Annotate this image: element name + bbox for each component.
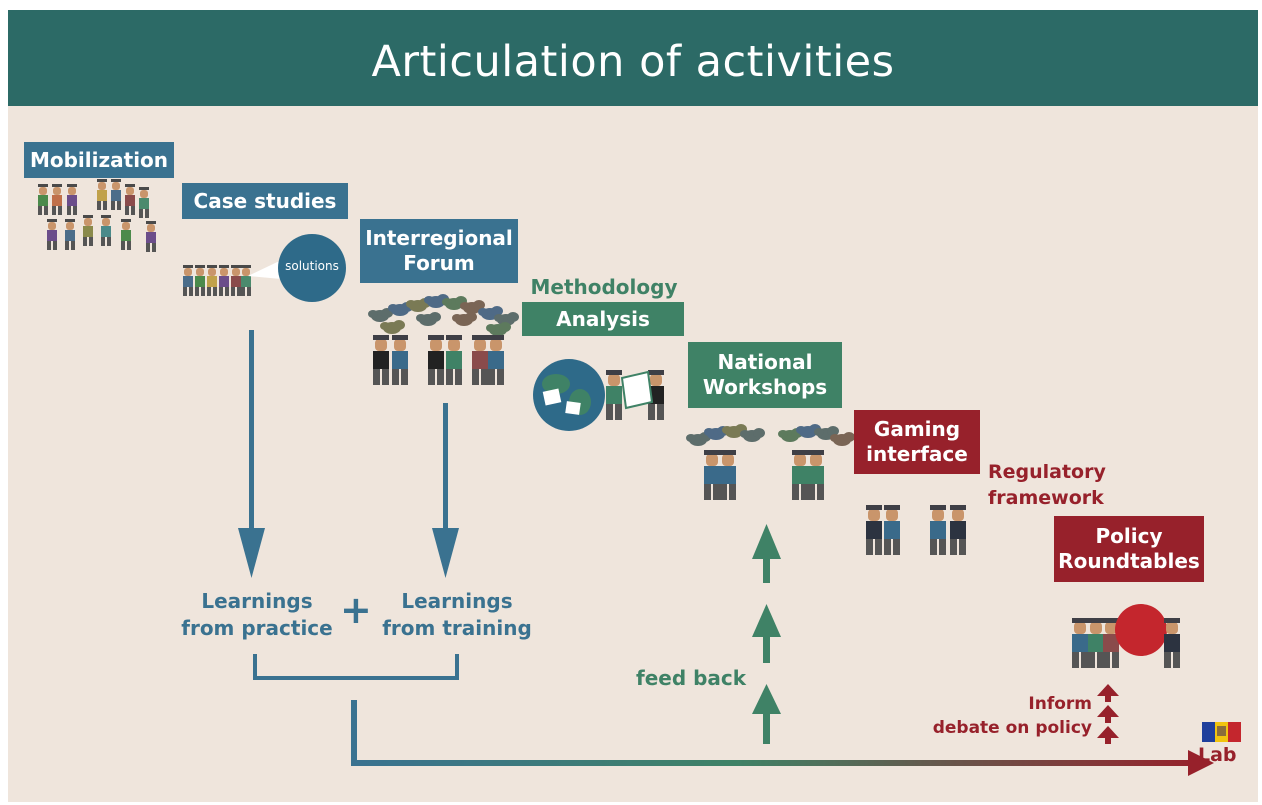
page-title: Articulation of activities [371,37,895,87]
inform-label: Inform [1028,694,1092,714]
learnings-bracket [253,654,459,680]
analysis-box: Analysis [522,302,684,336]
interregional-forum-box: Interregional Forum [360,219,518,283]
timeline-arrow [351,700,1190,766]
national-workshops-box: National Workshops [688,342,842,408]
gaming-interface-label-line2: interface [866,442,968,466]
solutions-label: solutions [285,259,339,273]
presenters-icon [606,370,664,420]
lab-label: Lab [1198,744,1237,766]
learnings-practice-label: Learnings from practice [172,588,342,642]
diagram-canvas: Articulation of activities [8,10,1258,802]
feed-back-label: feed back [636,666,747,690]
down-arrow-practice-icon [238,330,265,578]
gaming-people-icon [866,505,966,555]
forum-thought-clouds-icon [368,294,519,336]
analysis-label: Analysis [556,306,650,331]
debate-on-policy-label: debate on policy [932,718,1092,738]
workshop-people-icon [704,450,824,500]
learnings-training-line2: from training [382,616,532,640]
case-studies-label: Case studies [193,188,337,213]
diagram-graphics [38,179,1241,776]
policy-roundtables-box: Policy Roundtables [1054,516,1204,582]
gaming-interface-box: Gaming interface [854,410,980,474]
solutions-bubble-icon [278,234,346,302]
learnings-practice-line2: from practice [181,616,333,640]
forum-people-icon [373,335,504,385]
national-workshops-label-line2: Workshops [702,375,828,399]
workshop-thought-clouds-icon [686,424,855,446]
learnings-practice-line1: Learnings [201,589,313,613]
regulatory-label-line1: Regulatory [988,461,1106,483]
mobilization-label: Mobilization [29,147,169,172]
policy-roundtables-label-line2: Roundtables [1058,549,1200,573]
mobilization-crowd-icon [38,179,156,252]
methodology-label: Methodology [530,275,678,299]
regulatory-label-line2: framework [988,487,1104,509]
down-arrow-training-icon [432,403,459,578]
roundtable-icon [1072,604,1180,668]
globe-icon [533,359,605,431]
inform-up-arrows-icon [1097,684,1119,744]
feedback-up-arrows-icon [752,524,781,744]
timeline-arrowhead [1188,750,1214,776]
learnings-training-line1: Learnings [401,589,513,613]
learnings-training-label: Learnings from training [372,588,542,642]
mobilization-box: Mobilization [24,142,174,178]
interregional-forum-label-line2: Forum [403,251,475,275]
gaming-interface-label-line1: Gaming [873,417,961,441]
policy-roundtables-label-line1: Policy [1095,524,1163,548]
plus-icon: + [340,588,372,632]
flag-icon [1202,722,1241,742]
case-studies-group-icon [183,255,292,296]
header-bar: Articulation of activities [8,10,1258,106]
case-studies-box: Case studies [182,183,348,219]
interregional-forum-label-line1: Interregional [365,226,513,250]
regulatory-framework-label: Regulatory framework [988,459,1128,511]
national-workshops-label-line1: National [717,350,813,374]
